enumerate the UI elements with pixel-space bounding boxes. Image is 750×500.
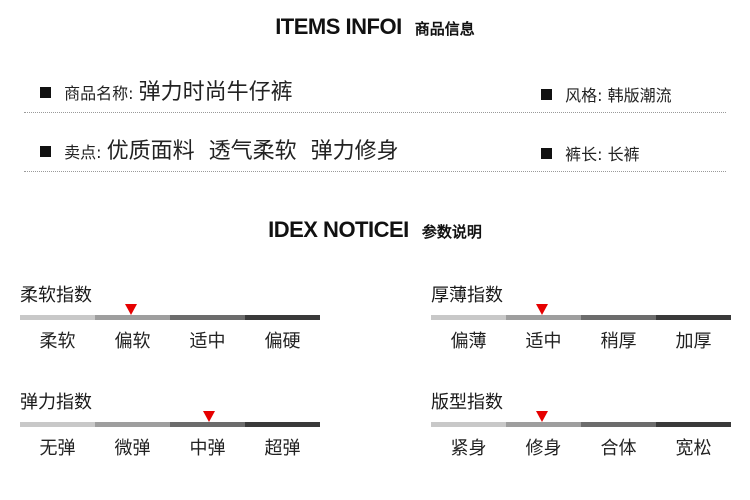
selling-points-value: 优质面料 透气柔软 弹力修身	[106, 139, 399, 164]
scale-option: 无弹	[39, 438, 76, 459]
fit-scale-options: 紧身 修身 合体 宽松	[431, 434, 731, 460]
softness-scale-title: 柔软指数	[20, 285, 92, 306]
scale-option: 合体	[600, 438, 637, 459]
scale-option: 偏薄	[450, 331, 487, 352]
scale-option: 中弹	[189, 438, 226, 459]
thickness-scale-title: 厚薄指数	[431, 285, 503, 306]
fit-marker-icon	[536, 411, 548, 422]
softness-scale-options: 柔软 偏软 适中 偏硬	[20, 327, 320, 353]
elasticity-scale-bar	[20, 422, 320, 427]
elasticity-scale-options: 无弹 微弹 中弹 超弹	[20, 434, 320, 460]
selling-points-field: 卖点: 优质面料 透气柔软 弹力修身	[40, 133, 399, 165]
items-info-title-zh: 商品信息	[414, 20, 475, 38]
softness-scale-bar	[20, 315, 320, 320]
scale-option: 稍厚	[600, 331, 637, 352]
scale-option: 微弹	[114, 438, 151, 459]
bullet-square-icon	[541, 148, 552, 159]
fit-scale-bar	[431, 422, 731, 427]
elasticity-scale-title: 弹力指数	[20, 392, 92, 413]
product-name-label: 商品名称:	[64, 84, 134, 103]
fit-scale-title: 版型指数	[431, 392, 503, 413]
scale-option: 修身	[525, 438, 562, 459]
product-name-field: 商品名称: 弹力时尚牛仔裤	[40, 74, 293, 106]
params-title-en: IDEX NOTICEI	[268, 217, 409, 242]
product-name-value: 弹力时尚牛仔裤	[138, 80, 293, 105]
softness-marker-icon	[125, 304, 137, 315]
scale-option: 超弹	[264, 438, 301, 459]
pants-length-label: 裤长:	[565, 145, 603, 164]
bullet-square-icon	[40, 87, 51, 98]
scale-option: 偏硬	[264, 331, 301, 352]
scale-option: 适中	[525, 331, 562, 352]
scale-option: 加厚	[675, 331, 712, 352]
params-title-zh: 参数说明	[421, 223, 482, 241]
style-label: 风格:	[565, 86, 603, 105]
thickness-scale-options: 偏薄 适中 稍厚 加厚	[431, 327, 731, 353]
style-value: 韩版潮流	[607, 86, 672, 105]
params-heading: IDEX NOTICEI 参数说明	[0, 217, 750, 243]
items-info-title-en: ITEMS INFOI	[275, 14, 402, 39]
scale-option: 宽松	[675, 438, 712, 459]
thickness-marker-icon	[536, 304, 548, 315]
info-row-name-style: 商品名称: 弹力时尚牛仔裤 风格: 韩版潮流	[24, 72, 726, 113]
style-field: 风格: 韩版潮流	[541, 82, 672, 106]
bullet-square-icon	[40, 146, 51, 157]
elasticity-marker-icon	[203, 411, 215, 422]
scale-option: 偏软	[114, 331, 151, 352]
scale-option: 柔软	[39, 331, 76, 352]
pants-length-value: 长裤	[607, 145, 640, 164]
scale-option: 紧身	[450, 438, 487, 459]
pants-length-field: 裤长: 长裤	[541, 141, 640, 165]
bullet-square-icon	[541, 89, 552, 100]
selling-points-label: 卖点:	[64, 143, 102, 162]
info-row-selling-length: 卖点: 优质面料 透气柔软 弹力修身 裤长: 长裤	[24, 131, 726, 172]
items-info-heading: ITEMS INFOI 商品信息	[0, 14, 750, 40]
thickness-scale-bar	[431, 315, 731, 320]
scale-option: 适中	[189, 331, 226, 352]
